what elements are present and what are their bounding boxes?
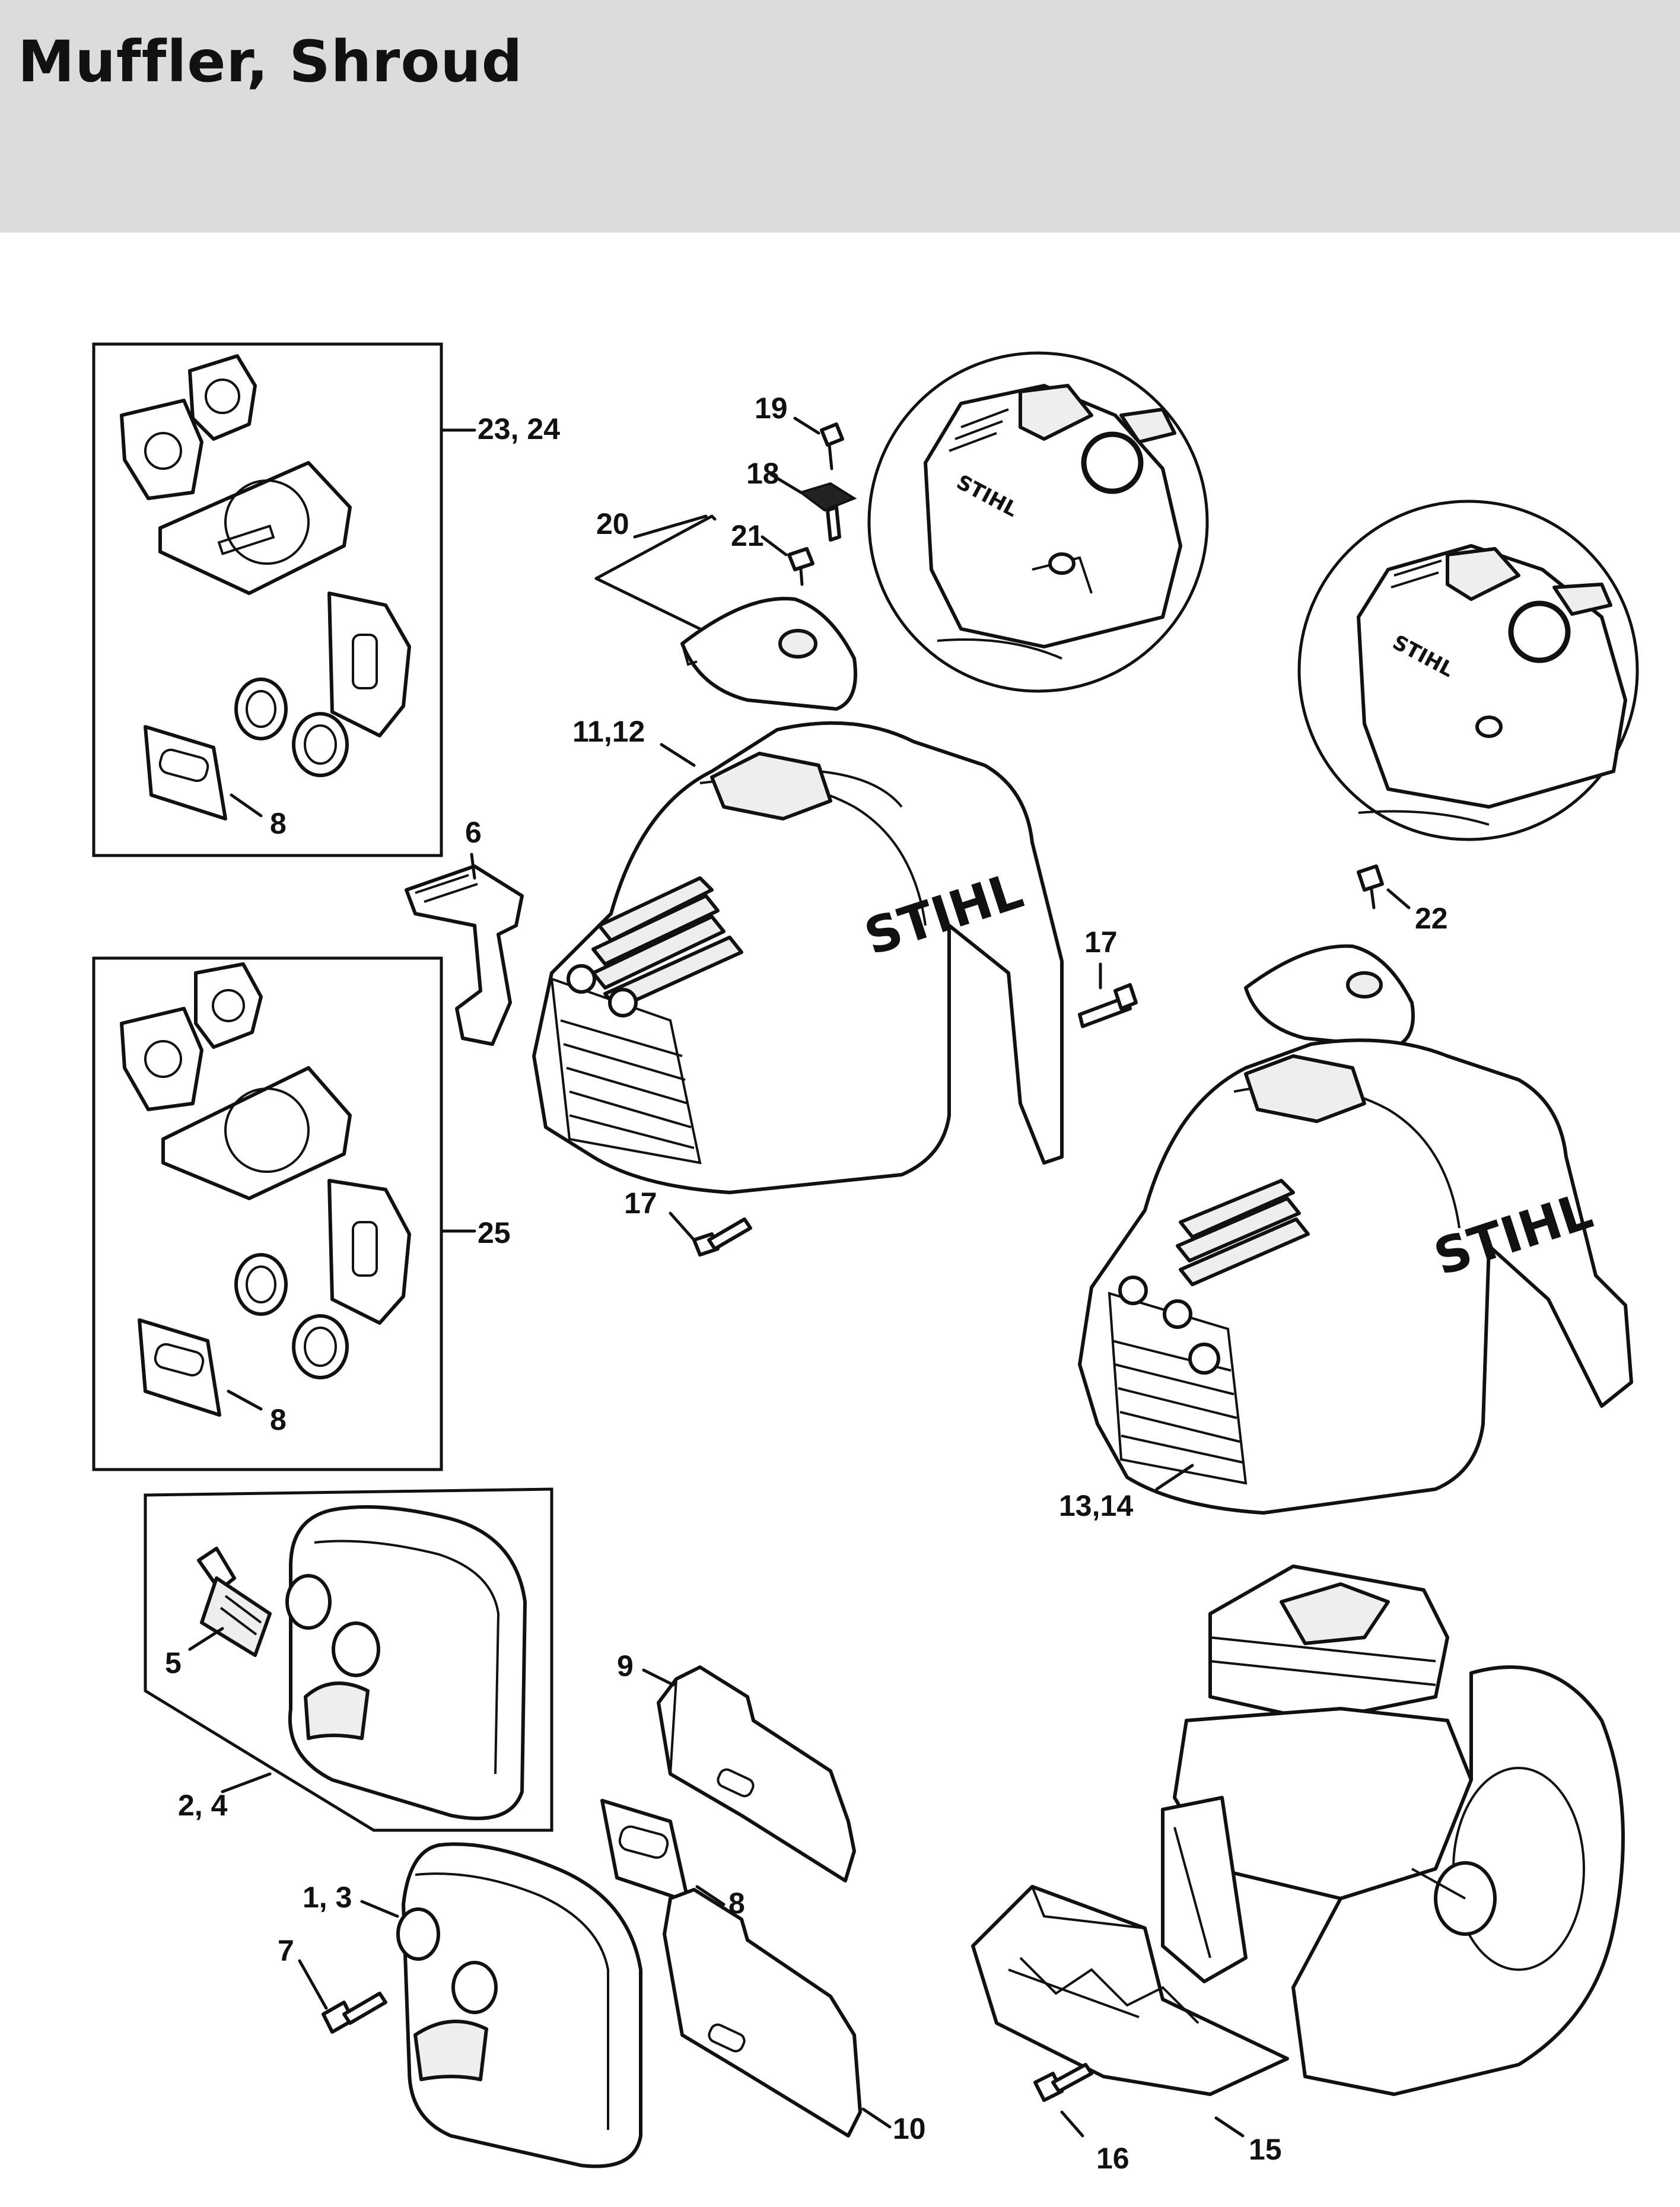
bracket-18 <box>769 473 857 542</box>
handle-6 <box>405 853 524 1046</box>
engine-assembly <box>1161 1564 1625 2096</box>
callout-8-b: 8 <box>270 1403 287 1436</box>
muffler-body <box>288 1505 527 1820</box>
muffler-body-lower <box>402 1842 642 2168</box>
shroud-11-12: STIHL <box>532 721 1064 1194</box>
page-header: Muffler, Shroud <box>0 0 1680 233</box>
callout-2-4: 2, 4 <box>178 1789 228 1822</box>
spark-arrestor-screen <box>197 1547 272 1657</box>
callout-labels: 23, 24 8 25 8 5 2, 4 1, 3 7 9 8 10 11,12… <box>165 392 1448 2175</box>
callout-7: 7 <box>278 1934 294 1967</box>
muffler-gasket-8 <box>600 1799 726 1906</box>
callout-6: 6 <box>465 816 482 849</box>
screw-7 <box>298 1959 387 2034</box>
shroud-right-vents <box>1176 1179 1310 1286</box>
callout-1-3: 1, 3 <box>303 1881 352 1914</box>
shroud-grille <box>550 964 702 1165</box>
screw-16 <box>1033 2063 1093 2138</box>
muffler-assembly-2-4 <box>144 1487 553 1832</box>
callout-8-c: 8 <box>728 1887 745 1920</box>
heat-shield-9 <box>642 1665 856 1882</box>
screw-21 <box>761 535 814 586</box>
callout-5: 5 <box>165 1646 182 1680</box>
callout-21: 21 <box>731 519 764 552</box>
gasket-kit-23-24 <box>92 342 476 857</box>
cover-cap-right <box>1244 944 1415 1049</box>
muffler-gasket <box>144 725 227 821</box>
cover-cap-20 <box>594 514 857 711</box>
muffler-box <box>144 1487 553 1832</box>
detail-view-upper: STIHL <box>867 351 1209 693</box>
shroud-vents <box>591 876 743 1010</box>
shroud-13-14: STIHL <box>1078 1038 1633 1515</box>
screw-19 <box>793 416 844 470</box>
cylinder-gasket <box>158 461 352 595</box>
detail-view-right: STIHL <box>1297 500 1639 841</box>
callout-10: 10 <box>893 2112 926 2145</box>
gasket-kit-25 <box>92 956 476 1471</box>
gasket-kit-box <box>92 342 443 857</box>
screw-22 <box>1357 864 1411 909</box>
callout-17-lower: 17 <box>624 1187 657 1220</box>
page-title: Muffler, Shroud <box>18 28 523 95</box>
callout-20: 20 <box>596 507 629 540</box>
flange-gasket <box>120 399 203 500</box>
gasket-kit-25-box <box>92 956 443 1471</box>
callout-22: 22 <box>1415 902 1448 935</box>
callout-15: 15 <box>1249 2133 1282 2166</box>
screw-17-lower <box>669 1211 752 1257</box>
muffler-1-3 <box>360 1842 642 2168</box>
callout-16: 16 <box>1096 2142 1129 2175</box>
callout-11-12: 11,12 <box>572 715 645 748</box>
callout-23-24: 23, 24 <box>478 412 560 446</box>
callout-13-14: 13,14 <box>1059 1489 1133 1522</box>
heat-shield-10 <box>663 1888 892 2138</box>
callout-19: 19 <box>755 392 788 425</box>
deflector-15 <box>971 1885 1289 2138</box>
oil-seal-pair <box>234 678 349 777</box>
callout-9: 9 <box>617 1649 634 1683</box>
shroud-body-right <box>1078 1038 1633 1515</box>
shroud-right-grille <box>1108 1276 1248 1485</box>
callout-17-upper: 17 <box>1084 926 1118 959</box>
carb-gasket <box>188 354 257 441</box>
callout-8-a: 8 <box>270 807 287 840</box>
callout-18: 18 <box>746 457 779 490</box>
screw-17-upper <box>1078 962 1138 1028</box>
exhaust-flange-gasket <box>327 591 411 737</box>
callout-25: 25 <box>478 1216 511 1249</box>
